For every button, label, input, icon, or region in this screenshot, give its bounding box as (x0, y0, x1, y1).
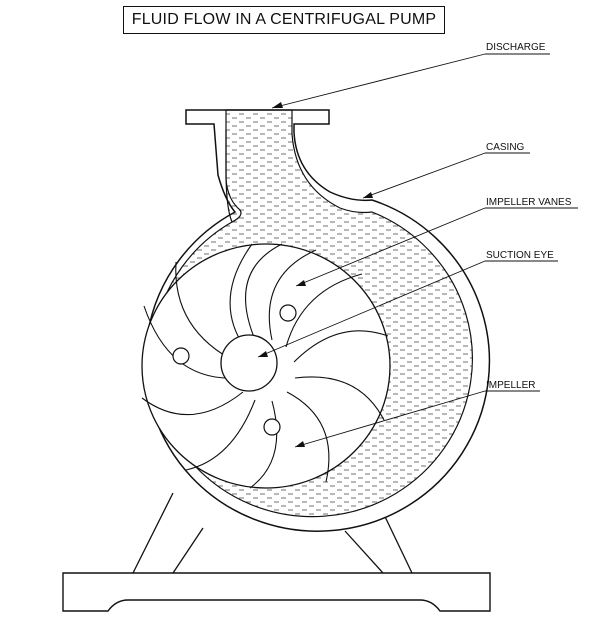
impeller-vanes (141, 243, 389, 489)
balance-holes (172, 304, 297, 436)
leader-lines (257, 53, 486, 448)
diagram-title: FLUID FLOW IN A CENTRIFUGAL PUMP (123, 6, 445, 34)
label-impeller-vanes: IMPELLER VANES (486, 197, 572, 208)
volute-tongue (225, 130, 242, 223)
label-impeller: IMPELLER (486, 380, 535, 391)
label-casing: CASING (486, 142, 525, 153)
label-suction-eye: SUCTION EYE (486, 250, 554, 261)
suction-eye (220, 334, 278, 392)
label-discharge: DISCHARGE (486, 42, 546, 53)
base-plate (62, 572, 491, 612)
label-underlines (485, 53, 578, 392)
leader-arrows (258, 102, 373, 447)
